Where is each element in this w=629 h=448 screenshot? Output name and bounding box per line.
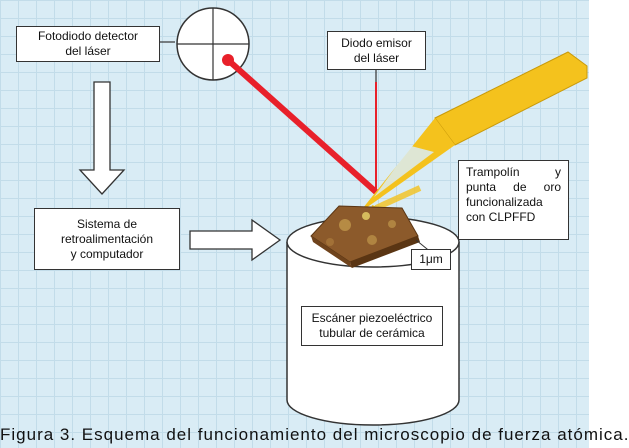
scanner-label-line-2: tubular de cerámica xyxy=(319,326,425,340)
scanner-label-line-1: Escáner piezoeléctrico xyxy=(311,311,433,325)
scale-bar-label: 1μm xyxy=(411,249,451,270)
photodiode-label-line-2: del láser xyxy=(65,44,111,58)
sample-surface xyxy=(310,205,420,268)
cantilever-label-box: Trampolín y punta de oro funcionalizada … xyxy=(458,160,569,240)
cantilever-label-line-2: punta de oro xyxy=(466,180,561,194)
cantilever-label-line-4: con CLPFFD xyxy=(466,210,536,224)
scale-bar-text: 1μm xyxy=(419,252,443,266)
reflected-laser-beam xyxy=(226,57,378,195)
cantilever-label-line-1: Trampolín y xyxy=(466,165,561,179)
feedback-label-line-2: retroalimentación xyxy=(60,231,154,246)
laser-diode-label-line-1: Diodo emisor xyxy=(341,35,412,50)
feedback-label-line-1: Sistema de xyxy=(76,216,137,231)
cantilever-icon xyxy=(359,51,588,232)
scanner-label-box: Escáner piezoeléctrico tubular de cerámi… xyxy=(301,306,443,346)
down-arrow-icon xyxy=(78,81,126,195)
cantilever-label-line-3: funcionalizada xyxy=(466,195,543,209)
photodiode-label-line-1: Fotodiodo detector xyxy=(37,29,139,43)
laser-diode-label-box: Diodo emisor del láser xyxy=(327,31,426,70)
feedback-system-label-box: Sistema de retroalimentación y computado… xyxy=(34,208,180,270)
laser-diode-label-line-2: del láser xyxy=(353,50,400,65)
figure-caption: Figura 3. Esquema del funcionamiento del… xyxy=(0,425,629,444)
photodiode-label-box: Fotodiodo detector del láser xyxy=(16,26,160,62)
feedback-label-line-3: y computador xyxy=(70,246,144,261)
laser-spot xyxy=(222,54,234,66)
right-arrow-icon xyxy=(189,218,282,262)
